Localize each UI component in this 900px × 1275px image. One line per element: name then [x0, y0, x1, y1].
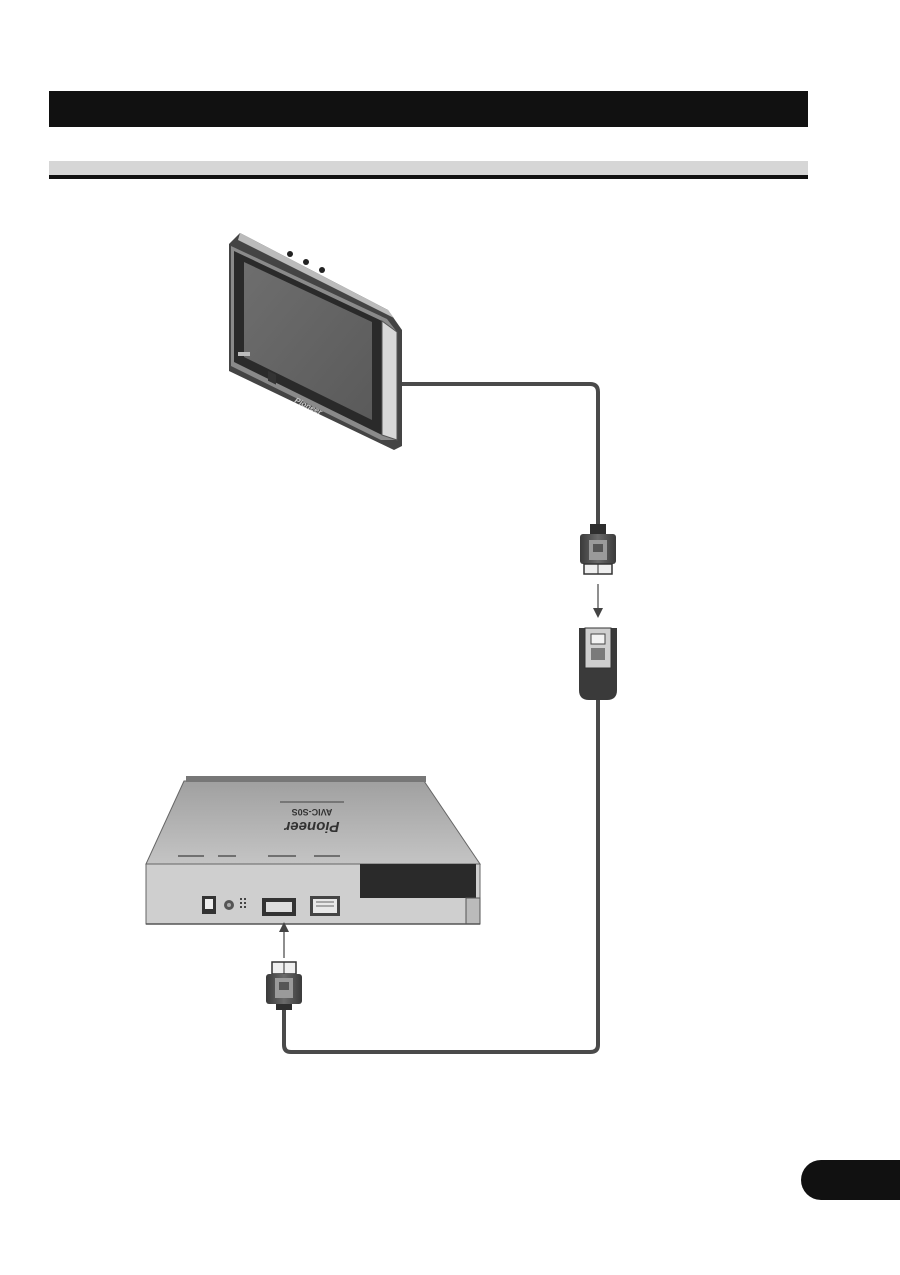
- navigation-device: Pioneer: [229, 233, 402, 450]
- page-number-tab: [801, 1160, 900, 1200]
- connector-plug-upper: [580, 524, 616, 575]
- connector-plug-hardware: [266, 961, 302, 1010]
- cable: [282, 382, 600, 1054]
- subsection-header-bar: [49, 161, 808, 175]
- hardware-model-label: AVIC-S0S: [292, 807, 333, 817]
- connect-arrow-lower: [279, 922, 289, 958]
- section-header-bar: [49, 91, 808, 127]
- hardware-brand-label: Pioneer: [283, 818, 339, 835]
- connect-arrow-upper: [593, 584, 603, 618]
- connector-socket-lower: [579, 627, 617, 700]
- subsection-rule: [49, 175, 808, 179]
- hardware-unit: Pioneer AVIC-S0S: [145, 776, 481, 925]
